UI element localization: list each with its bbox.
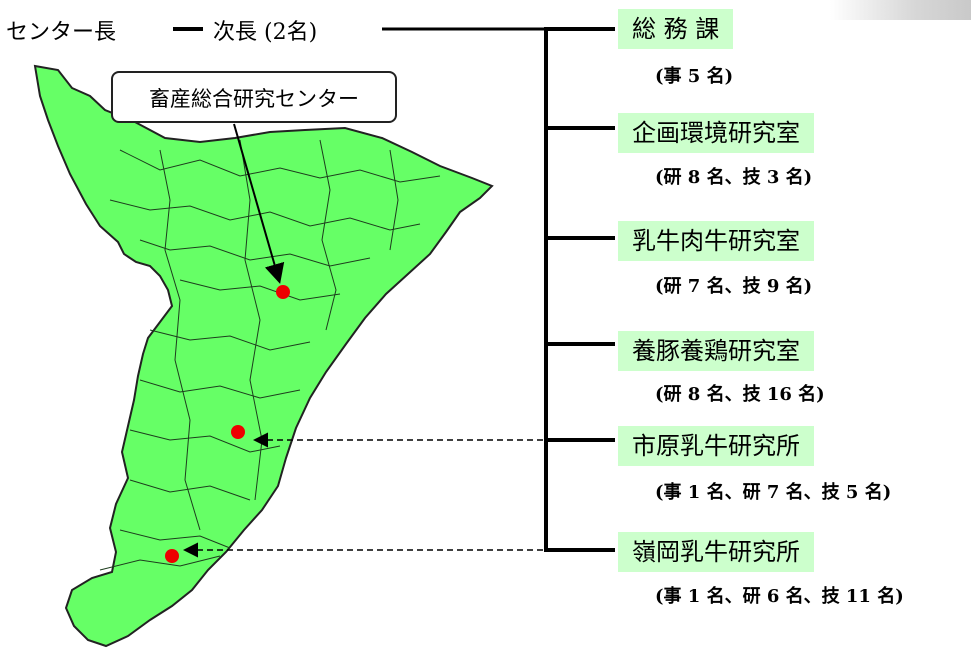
unit-box-dairy-beef: 乳牛肉牛研究室 <box>618 221 814 261</box>
unit-staff-general-affairs: (事 5 名) <box>655 66 734 87</box>
unit-box-mineoka: 嶺岡乳牛研究所 <box>618 532 814 572</box>
unit-staff-dairy-beef: (研 7 名、技 9 名) <box>655 276 813 297</box>
director-label: センター長 <box>6 20 117 45</box>
marker-main-center <box>276 285 290 299</box>
unit-staff-ichihara: (事 1 名、研 7 名、技 5 名) <box>655 482 892 503</box>
unit-box-ichihara: 市原乳牛研究所 <box>618 426 814 466</box>
map-outline <box>33 64 494 648</box>
boundary-lines <box>99 139 441 571</box>
marker-mineoka <box>165 549 179 563</box>
center-callout: 畜産総合研究センター <box>111 71 397 123</box>
unit-box-general-affairs: 総 務 課 <box>618 9 734 49</box>
deputy-label: 次長 (2名) <box>213 20 318 45</box>
corner-shade <box>830 0 971 20</box>
unit-box-swine-poultry: 養豚養鶏研究室 <box>618 331 814 371</box>
chiba-map <box>33 64 494 648</box>
marker-ichihara <box>231 425 245 439</box>
unit-box-planning-env: 企画環境研究室 <box>618 113 814 153</box>
unit-staff-swine-poultry: (研 8 名、技 16 名) <box>655 384 825 405</box>
callout-arrow <box>233 123 285 284</box>
unit-staff-mineoka: (事 1 名、研 6 名、技 11 名) <box>655 586 904 607</box>
unit-staff-planning-env: (研 8 名、技 3 名) <box>655 167 813 188</box>
